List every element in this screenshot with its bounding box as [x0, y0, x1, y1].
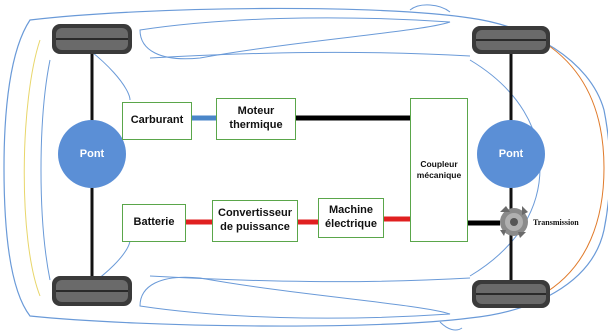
carburant-box: Carburant — [122, 102, 192, 140]
car-front-contour — [539, 39, 605, 297]
car-top-contour — [139, 17, 451, 60]
transmission-gear-icon — [500, 206, 528, 238]
car-bottom-contour — [139, 276, 451, 319]
wheel-rear-bottom — [52, 276, 132, 306]
convertisseur-box: Convertisseur de puissance — [212, 200, 298, 242]
wheel-front-bottom — [472, 280, 550, 308]
coupleur-mecanique-box: Coupleur mécanique — [410, 98, 468, 242]
pont-front: Pont — [477, 120, 545, 188]
car-body-outline — [3, 7, 608, 327]
car-rear-contour-2 — [40, 59, 51, 281]
pont-rear: Pont — [58, 120, 126, 188]
car-mirror-bottom — [439, 321, 463, 331]
car-mirror-top — [409, 4, 451, 13]
wheel-rear-top — [52, 24, 132, 54]
moteur-thermique-box: Moteur thermique — [216, 98, 296, 140]
machine-electrique-box: Machine électrique — [318, 198, 384, 238]
transmission-label: Transmission — [533, 218, 579, 227]
car-rear-contour — [23, 39, 41, 297]
wheel-front-top — [472, 26, 550, 54]
batterie-box: Batterie — [122, 204, 186, 242]
